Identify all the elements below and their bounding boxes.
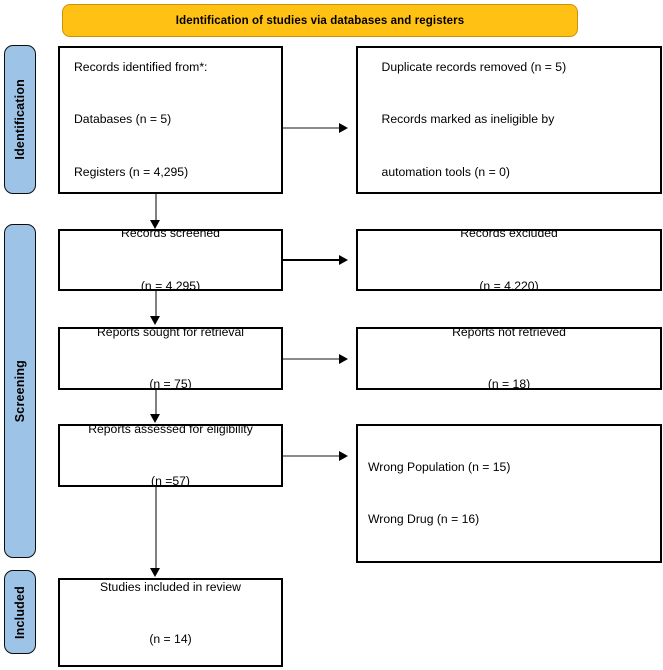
reports-sought-line-2: (n = 75) — [149, 377, 192, 390]
box-reports-assessed-text: Reports assessed for eligibility (n =57) — [60, 424, 281, 487]
box-reports-not-retrieved: Reports not retrieved (n = 18) — [356, 327, 662, 390]
records-identified-line-1: Records identified from*: — [74, 59, 208, 74]
phase-label-included: Included — [13, 585, 27, 639]
arrowhead-screened-to-sought — [150, 316, 161, 325]
box-records-identified: Records identified from*: Databases (n =… — [58, 46, 283, 194]
arrowhead-screened-to-excluded — [339, 254, 348, 265]
box-reports-sought: Reports sought for retrieval (n = 75) — [58, 327, 283, 390]
connector-screened-to-excluded — [283, 259, 340, 261]
box-reports-assessed: Reports assessed for eligibility (n =57) — [58, 424, 283, 487]
records-removed-line-2: Duplicate records removed (n = 5) — [368, 59, 567, 74]
reports-assessed-line-1: Reports assessed for eligibility — [88, 424, 253, 436]
box-studies-included: Studies included in review (n = 14) — [58, 578, 283, 667]
reports-excluded-line-3: Wrong Drug (n = 16) — [368, 512, 480, 526]
connector-identified-to-screened — [155, 194, 157, 222]
records-removed-line-4: automation tools (n = 0) — [368, 164, 510, 179]
arrowhead-sought-to-assessed — [150, 414, 161, 423]
connector-assessed-to-excluded — [283, 455, 340, 457]
arrowhead-assessed-to-included — [150, 568, 161, 577]
records-excluded-line-2: (n = 4,220) — [479, 278, 539, 291]
connector-sought-to-assessed — [155, 390, 157, 415]
box-records-identified-text: Records identified from*: Databases (n =… — [60, 48, 281, 192]
arrowhead-identified-to-screened — [150, 220, 161, 229]
box-records-screened: Records screened (n = 4,295) — [58, 229, 283, 291]
reports-not-retrieved-line-2: (n = 18) — [487, 377, 531, 390]
records-removed-line-3: Records marked as ineligible by — [368, 112, 555, 127]
connector-screened-to-sought — [155, 291, 157, 317]
records-screened-line-1: Records screened — [121, 229, 220, 240]
studies-included-line-2: (n = 14) — [149, 632, 192, 646]
box-records-screened-text: Records screened (n = 4,295) — [60, 229, 281, 291]
phase-pill-identification: Identification — [4, 45, 36, 194]
arrowhead-assessed-to-excluded — [339, 450, 348, 461]
box-records-excluded-text: Records excluded (n = 4,220) — [358, 229, 660, 291]
connector-sought-to-not-retrieved — [283, 358, 340, 360]
arrowhead-sought-to-not-retrieved — [339, 353, 348, 364]
records-identified-line-3: Registers (n = 4,295) — [74, 164, 189, 179]
phase-label-screening: Screening — [13, 359, 27, 423]
box-reports-excluded: Reports excluded: Wrong Population (n = … — [356, 424, 662, 563]
phase-pill-screening: Screening — [4, 224, 36, 558]
reports-sought-line-1: Reports sought for retrieval — [97, 327, 244, 339]
reports-excluded-line-2: Wrong Population (n = 15) — [368, 459, 511, 474]
box-records-removed: Records removed before screening: Duplic… — [356, 46, 662, 194]
reports-assessed-line-2: (n =57) — [151, 474, 190, 487]
box-records-removed-text: Records removed before screening: Duplic… — [358, 48, 660, 192]
stage-banner-identification: Identification of studies via databases … — [62, 4, 578, 37]
arrowhead-identified-to-removed — [339, 122, 348, 133]
phase-pill-included: Included — [4, 570, 36, 654]
phase-label-identification: Identification — [13, 79, 27, 160]
box-records-excluded: Records excluded (n = 4,220) — [356, 229, 662, 291]
connector-assessed-to-included — [155, 487, 157, 569]
reports-not-retrieved-line-1: Reports not retrieved — [452, 327, 566, 339]
records-excluded-line-1: Records excluded — [460, 229, 558, 240]
box-reports-sought-text: Reports sought for retrieval (n = 75) — [60, 327, 281, 390]
records-identified-line-2: Databases (n = 5) — [74, 112, 172, 127]
records-screened-line-2: (n = 4,295) — [140, 278, 201, 291]
box-reports-not-retrieved-text: Reports not retrieved (n = 18) — [358, 327, 660, 390]
box-studies-included-text: Studies included in review (n = 14) — [60, 579, 281, 665]
box-reports-excluded-text: Reports excluded: Wrong Population (n = … — [358, 426, 660, 561]
connector-identified-to-removed — [283, 127, 340, 129]
studies-included-line-1: Studies included in review — [100, 579, 241, 594]
